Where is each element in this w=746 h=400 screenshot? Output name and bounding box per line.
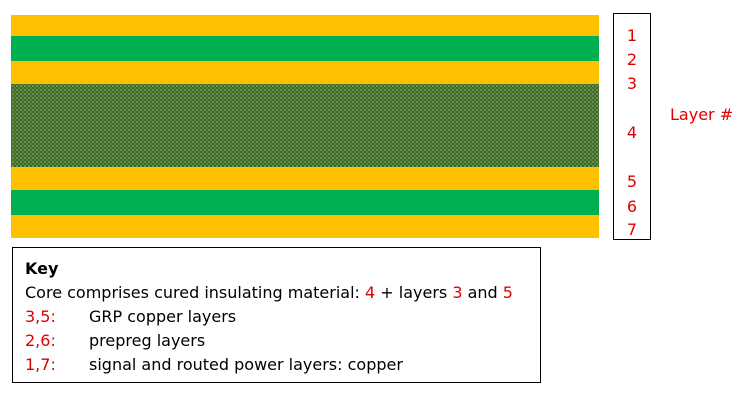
layer-2-prepreg bbox=[11, 36, 599, 61]
key-entry-text: GRP copper layers bbox=[89, 307, 237, 326]
layer-number-6: 6 bbox=[626, 197, 638, 216]
key-entry: 3,5: GRP copper layers bbox=[25, 305, 540, 329]
layer-4-core bbox=[11, 84, 599, 167]
key-entry-text: prepreg layers bbox=[89, 331, 206, 350]
layer-number-box: 1 2 3 4 5 6 7 bbox=[613, 13, 651, 240]
key-entry: 2,6: prepreg layers bbox=[25, 329, 540, 353]
key-core-num-c: 5 bbox=[502, 283, 513, 302]
layer-number-5: 5 bbox=[626, 172, 638, 191]
layer-1-copper bbox=[11, 15, 599, 36]
key-entry: 1,7: signal and routed power layers: copp… bbox=[25, 353, 540, 377]
layer-number-7: 7 bbox=[626, 220, 638, 239]
layer-number-4: 4 bbox=[626, 123, 638, 142]
key-box: Key Core comprises cured insulating mate… bbox=[12, 247, 541, 383]
key-entry-text: signal and routed power layers: copper bbox=[89, 355, 403, 374]
key-core-text: Core comprises cured insulating material… bbox=[25, 283, 365, 302]
key-core-num-a: 4 bbox=[365, 283, 376, 302]
layer-number-3: 3 bbox=[626, 74, 638, 93]
key-entry-code: 1,7: bbox=[25, 355, 56, 374]
key-entry-code: 2,6: bbox=[25, 331, 56, 350]
key-core-and: and bbox=[462, 283, 503, 302]
key-title: Key bbox=[25, 259, 59, 278]
layer-7-copper bbox=[11, 215, 599, 238]
layer-5-copper bbox=[11, 167, 599, 190]
layer-number-2: 2 bbox=[626, 50, 638, 69]
key-core-mid: + layers bbox=[375, 283, 453, 302]
layer-3-copper bbox=[11, 61, 599, 84]
key-entry-code: 3,5: bbox=[25, 307, 56, 326]
key-core-num-b: 3 bbox=[452, 283, 463, 302]
pcb-layer-stack bbox=[11, 15, 599, 238]
layer-6-prepreg bbox=[11, 190, 599, 215]
key-core-line: Core comprises cured insulating material… bbox=[25, 281, 540, 305]
layer-hash-label: Layer # bbox=[670, 105, 734, 124]
layer-number-1: 1 bbox=[626, 26, 638, 45]
